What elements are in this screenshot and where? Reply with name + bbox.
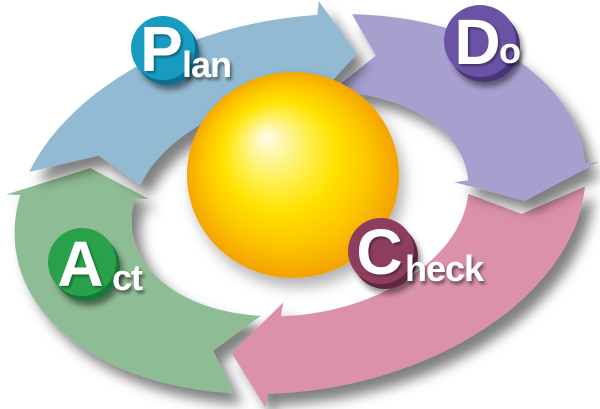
badge-plan: P lan	[131, 13, 232, 85]
plan-label-rest: lan	[182, 44, 231, 85]
badge-check-circle	[348, 218, 414, 284]
badge-act-circle	[48, 228, 116, 296]
arrow-act	[6, 168, 261, 394]
act-initial: A	[57, 228, 102, 300]
arrow-plan	[29, 1, 357, 185]
arrow-check	[231, 186, 585, 408]
check-initial: C	[356, 216, 401, 288]
plan-initial: P	[140, 13, 182, 85]
badge-act: A ct	[48, 228, 144, 301]
badge-plan-circle	[131, 16, 195, 80]
badge-do: D o	[444, 5, 521, 82]
badge-do-circle	[444, 5, 516, 77]
do-label-rest: o	[499, 30, 520, 71]
badge-check: C heck	[348, 216, 486, 289]
act-label-rest: ct	[112, 257, 143, 298]
check-label-rest: heck	[405, 248, 485, 289]
center-sphere	[187, 72, 399, 278]
arrow-do	[330, 14, 599, 201]
do-initial: D	[454, 6, 499, 78]
